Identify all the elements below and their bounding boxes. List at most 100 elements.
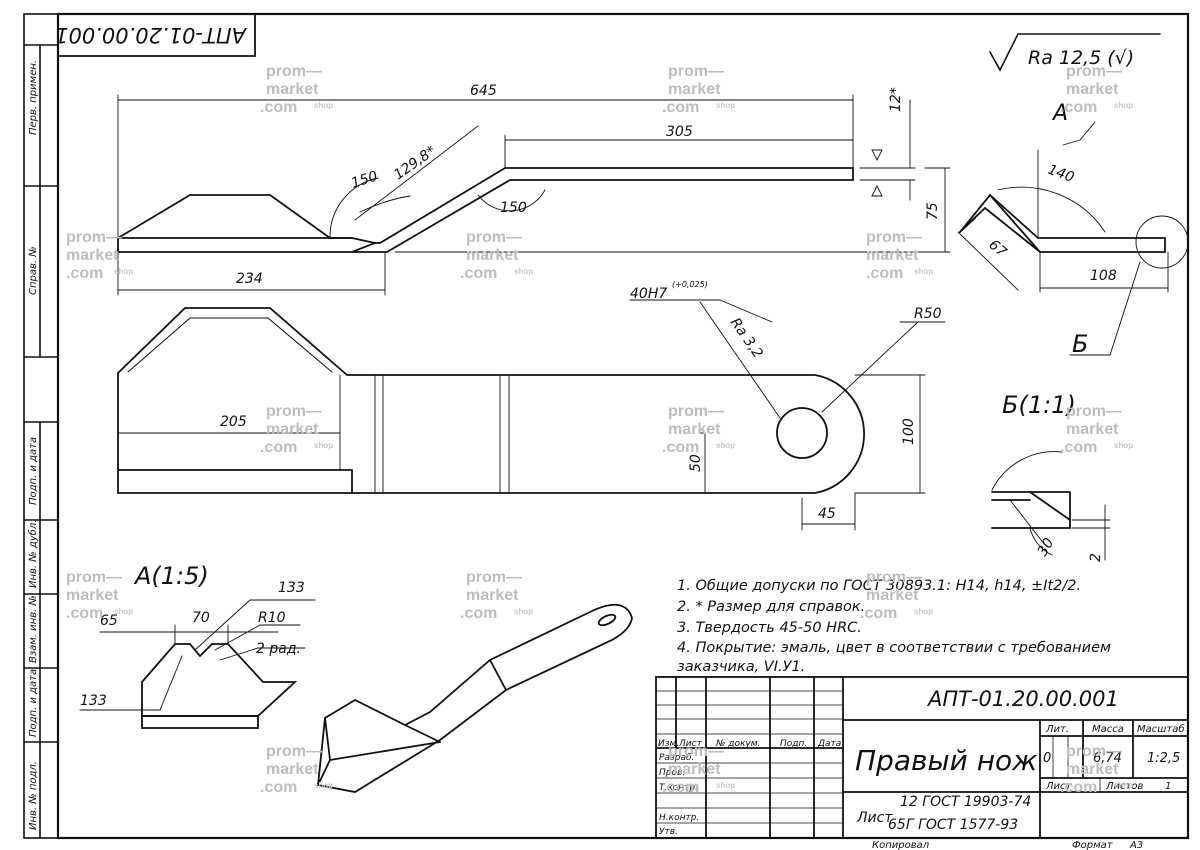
wm-1-shop: shop <box>314 101 333 110</box>
inner-frame <box>56 12 1190 840</box>
note-1: 1. Общие допуски по ГОСТ 30893.1: H14, h… <box>677 578 1081 594</box>
wm-9-l2: market <box>1066 421 1119 438</box>
wm-14-shop: shop <box>716 781 735 790</box>
wm-11-shop: shop <box>514 607 533 616</box>
title-code: АПТ-01.20.00.001 <box>926 687 1119 711</box>
wm-3-shop: shop <box>1114 101 1133 110</box>
top-view-lines <box>117 299 946 531</box>
wm-15-l1: prom— <box>1066 743 1122 760</box>
wm-6-l1: prom— <box>866 229 922 246</box>
header-list: Лист <box>678 739 703 749</box>
dim-150a: 150 <box>349 168 379 192</box>
side-label-0: Перв. примен. <box>28 60 39 135</box>
wm-4-l2: market <box>66 247 119 264</box>
wm-6-l3: .com <box>866 265 903 282</box>
header-date: Дата <box>817 739 841 749</box>
wm-8-l2: market <box>668 421 721 438</box>
wm-10-l3: .com <box>66 605 103 622</box>
wm-10-l1: prom— <box>66 569 122 586</box>
dim-100: 100 <box>901 418 917 445</box>
lit-value: 0 <box>1043 751 1051 766</box>
wm-2-shop: shop <box>716 101 735 110</box>
header-sign: Подп. <box>780 739 807 749</box>
wm-10-shop: shop <box>114 607 133 616</box>
watermarks: prom— market .com shop prom— market .com… <box>66 63 1133 796</box>
wm-8-l1: prom— <box>668 403 724 420</box>
detail-a-133a: 133 <box>278 580 305 596</box>
dim-40-tol: (+0,025) <box>672 280 708 289</box>
wm-2-l2: market <box>668 81 721 98</box>
wm-9-l3: .com <box>1060 439 1097 456</box>
detail-b-dims <box>991 451 1111 561</box>
detail-a-view <box>141 643 298 729</box>
dim-67: 67 <box>985 237 1009 261</box>
mass-header: Масса <box>1092 724 1124 735</box>
section-a-dims <box>957 121 1189 356</box>
wm-6-shop: shop <box>914 267 933 276</box>
dim-12: 12* <box>888 87 904 112</box>
title-block <box>655 676 1189 839</box>
roughness-text: Ra 12,5 (√) <box>1028 47 1134 69</box>
side-label-2: Подп. и дата <box>28 437 39 505</box>
side-view <box>117 167 854 253</box>
wm-5-shop: shop <box>514 267 533 276</box>
wm-11-l3: .com <box>460 605 497 622</box>
wm-12-l2: market <box>866 587 919 604</box>
wm-4-l1: prom— <box>66 229 122 246</box>
wm-12-shop: shop <box>914 607 933 616</box>
sheets-value: 1 <box>1165 781 1171 792</box>
side-label-3: Инв. № дубл. <box>27 520 39 588</box>
dim-40h7: 40H7 <box>630 286 667 302</box>
wm-7-l1: prom— <box>266 403 322 420</box>
header-izm: Изм. <box>658 739 679 749</box>
dim-234: 234 <box>236 271 263 287</box>
dim-129: 129,8* <box>391 143 439 183</box>
side-label-5: Подп. и дата <box>28 669 39 737</box>
dim-45: 45 <box>818 506 836 522</box>
mass-value: 6,74 <box>1093 751 1122 766</box>
note-3: 3. Твердость 45-50 HRC. <box>677 620 862 636</box>
wm-1-l3: .com <box>260 99 297 116</box>
detail-a-70: 70 <box>192 610 210 626</box>
wm-5-l2: market <box>466 247 519 264</box>
material-prefix: Лист <box>856 810 893 826</box>
lit-header: Лит. <box>1045 724 1069 735</box>
material-bottom: 65Г ГОСТ 1577-93 <box>888 817 1018 833</box>
detail-a-r10: R10 <box>258 610 286 626</box>
isometric-view <box>317 603 633 793</box>
wm-10-l2: market <box>66 587 119 604</box>
dim-645: 645 <box>470 83 497 99</box>
dim-150b: 150 <box>500 200 527 216</box>
role-5: Утв. <box>659 827 678 837</box>
wm-13-l3: .com <box>260 779 297 796</box>
role-1: Пров. <box>659 768 685 778</box>
footer-copied: Копировал <box>872 840 930 850</box>
side-label-1: Справ. № <box>28 246 39 295</box>
wm-11-l2: market <box>466 587 519 604</box>
wm-5-l3: .com <box>460 265 497 282</box>
detail-a-65: 65 <box>100 613 118 629</box>
dim-2: 2 <box>1088 553 1104 562</box>
wm-11-l1: prom— <box>466 569 522 586</box>
sheet-label: Лист <box>1045 781 1073 792</box>
dim-108: 108 <box>1090 268 1117 284</box>
dim-305: 305 <box>666 124 693 140</box>
footer-format: Формат <box>1072 840 1114 850</box>
note-2: 2. * Размер для справок. <box>677 599 865 615</box>
title-block-grid <box>655 690 1189 839</box>
role-0: Разраб. <box>659 753 694 763</box>
wm-15-l3: .com <box>1060 779 1097 796</box>
scale-value: 1:2,5 <box>1147 751 1180 766</box>
detail-a-title: А(1:5) <box>133 562 209 590</box>
detail-a-133b: 133 <box>80 693 107 709</box>
detail-a-dims <box>79 599 316 711</box>
role-2: Т.контр. <box>659 783 698 793</box>
wm-1-l2: market <box>266 81 319 98</box>
wm-7-l3: .com <box>260 439 297 456</box>
wm-8-l3: .com <box>662 439 699 456</box>
wm-2-l1: prom— <box>668 63 724 80</box>
dim-75: 75 <box>925 202 941 220</box>
wm-15-shop: shop <box>1114 781 1133 790</box>
header-doc: № докум. <box>715 739 760 749</box>
